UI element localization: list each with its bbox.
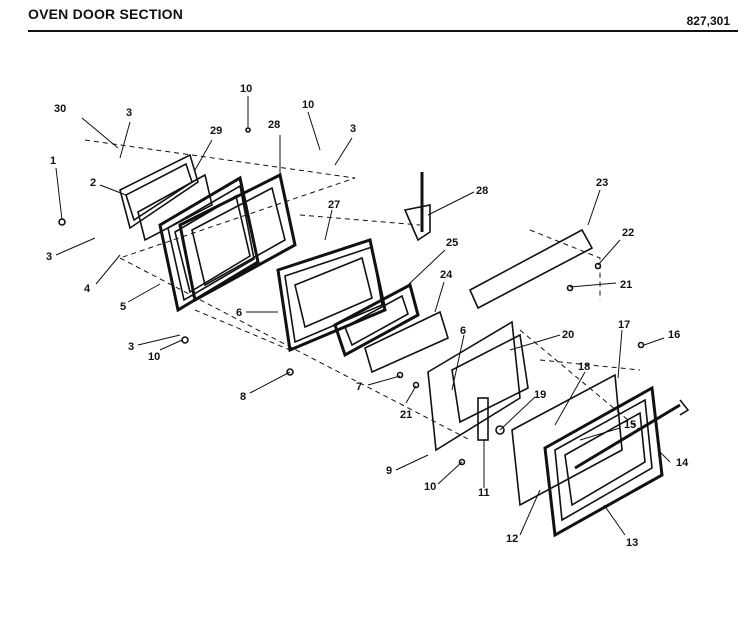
label-2: 2	[90, 177, 96, 189]
label-29: 29	[210, 125, 222, 137]
label-23: 23	[596, 177, 608, 189]
label-9: 9	[386, 465, 392, 477]
callout-labels: 30 3 29 10 28 10 3 1 2 3 4 5 27 28 23 22…	[46, 83, 689, 549]
label-25: 25	[446, 237, 458, 249]
label-7: 7	[356, 381, 362, 393]
label-1: 1	[50, 155, 56, 167]
label-19: 19	[534, 389, 546, 401]
label-14: 14	[676, 457, 689, 469]
label-28: 28	[476, 185, 488, 197]
label-6: 6	[236, 307, 242, 319]
label-3: 3	[46, 251, 52, 263]
part-23-trim-strip	[468, 228, 594, 310]
part-11-bracket	[477, 397, 489, 441]
page-title: OVEN DOOR SECTION	[28, 6, 184, 22]
page-code: 827,301	[686, 14, 730, 28]
part-24-glass	[364, 310, 449, 374]
label-4: 4	[84, 283, 91, 295]
label-3: 3	[350, 123, 356, 135]
label-6: 6	[460, 325, 466, 337]
alignment-lines	[84, 139, 641, 441]
label-16: 16	[668, 329, 680, 341]
part-12-glass	[511, 373, 623, 507]
label-11: 11	[478, 487, 490, 499]
label-3: 3	[126, 107, 132, 119]
label-13: 13	[626, 537, 638, 549]
part-28-door-frame	[178, 172, 297, 303]
part-27-glass-frame	[276, 238, 387, 353]
label-5: 5	[120, 301, 126, 313]
label-8: 8	[240, 391, 246, 403]
label-21: 21	[620, 279, 632, 291]
label-10: 10	[424, 481, 436, 493]
part-25-window-frame	[333, 282, 420, 358]
label-10: 10	[302, 99, 314, 111]
leader-lines	[55, 96, 671, 536]
label-30: 30	[54, 103, 66, 115]
part-9-inner-panel	[427, 320, 529, 452]
fasteners	[58, 127, 645, 466]
part-13-outer-door	[543, 385, 664, 538]
label-3: 3	[128, 341, 134, 353]
label-22: 22	[622, 227, 634, 239]
label-27: 27	[328, 199, 340, 211]
header-rule	[28, 30, 738, 32]
label-10: 10	[240, 83, 252, 95]
label-21: 21	[400, 409, 412, 421]
label-20: 20	[562, 329, 574, 341]
part-14-handle	[574, 399, 690, 470]
label-15: 15	[624, 419, 636, 431]
label-28: 28	[268, 119, 280, 131]
label-24: 24	[440, 269, 453, 281]
label-18: 18	[578, 361, 590, 373]
label-17: 17	[618, 319, 630, 331]
part-29-insulation	[137, 173, 213, 242]
label-10: 10	[148, 351, 160, 363]
label-12: 12	[506, 533, 518, 545]
part-28-hinge	[403, 172, 431, 242]
